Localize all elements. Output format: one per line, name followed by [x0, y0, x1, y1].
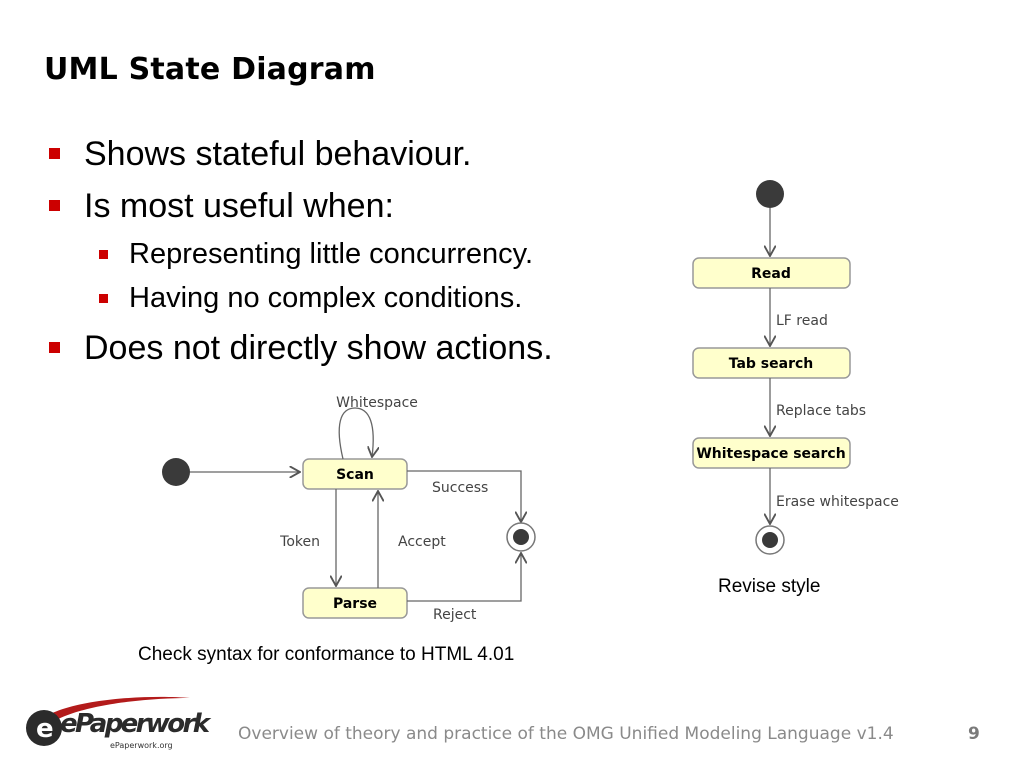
transition-label: Erase whitespace — [776, 494, 899, 510]
sub-bullet-marker — [99, 294, 108, 303]
transition-label: Replace tabs — [776, 403, 866, 419]
sub-bullet-item: Representing little concurrency. — [129, 238, 534, 270]
sub-bullet-item: Having no complex conditions. — [129, 282, 523, 314]
logo-subtext: ePaperwork.org — [110, 741, 173, 750]
transition-arrow — [407, 470, 521, 522]
transition-label: Whitespace — [336, 395, 418, 411]
svg-text:e: e — [36, 714, 54, 744]
transition-label: Reject — [433, 607, 477, 623]
state-label: Tab search — [729, 356, 814, 372]
state-label: Parse — [333, 596, 377, 612]
footer-text: Overview of theory and practice of the O… — [238, 724, 894, 744]
sub-bullet-marker — [99, 250, 108, 259]
bullet-marker — [49, 148, 60, 159]
initial-state-icon — [162, 458, 190, 486]
bullet-marker — [49, 342, 60, 353]
page-number: 9 — [968, 724, 980, 744]
state-box — [692, 347, 851, 379]
left-diagram-caption: Check syntax for conformance to HTML 4.0… — [138, 644, 515, 665]
state-label: Read — [751, 266, 791, 282]
epaperwork-logo: e ePaperwork ePaperwork.org — [22, 692, 222, 754]
bullet-item: Does not directly show actions. — [84, 329, 553, 367]
final-state-core — [513, 529, 529, 545]
logo-text: ePaperwork — [60, 709, 212, 739]
left-state-diagram: Scan Parse Whitespace Token Accept Succe… — [162, 395, 536, 623]
transition-label: LF read — [776, 313, 828, 329]
transition-arrow — [407, 553, 521, 602]
transition-label: Accept — [398, 534, 446, 550]
transition-arrow — [338, 407, 373, 460]
state-label: Whitespace search — [696, 446, 845, 462]
right-state-diagram: Read LF read Tab search Replace tabs Whi… — [692, 180, 899, 555]
transition-label: Success — [432, 480, 488, 496]
initial-state-icon — [756, 180, 784, 208]
state-label: Scan — [336, 467, 374, 483]
slide-title: UML State Diagram — [44, 52, 376, 87]
state-box — [692, 257, 851, 289]
right-diagram-caption: Revise style — [718, 576, 821, 597]
bullet-item: Is most useful when: — [84, 187, 394, 225]
state-box — [692, 437, 851, 469]
bullet-marker — [49, 200, 60, 211]
state-box — [302, 587, 408, 619]
state-box — [302, 458, 408, 490]
final-state-core — [762, 532, 778, 548]
bullet-item: Shows stateful behaviour. — [84, 135, 472, 173]
transition-label: Token — [279, 534, 320, 550]
